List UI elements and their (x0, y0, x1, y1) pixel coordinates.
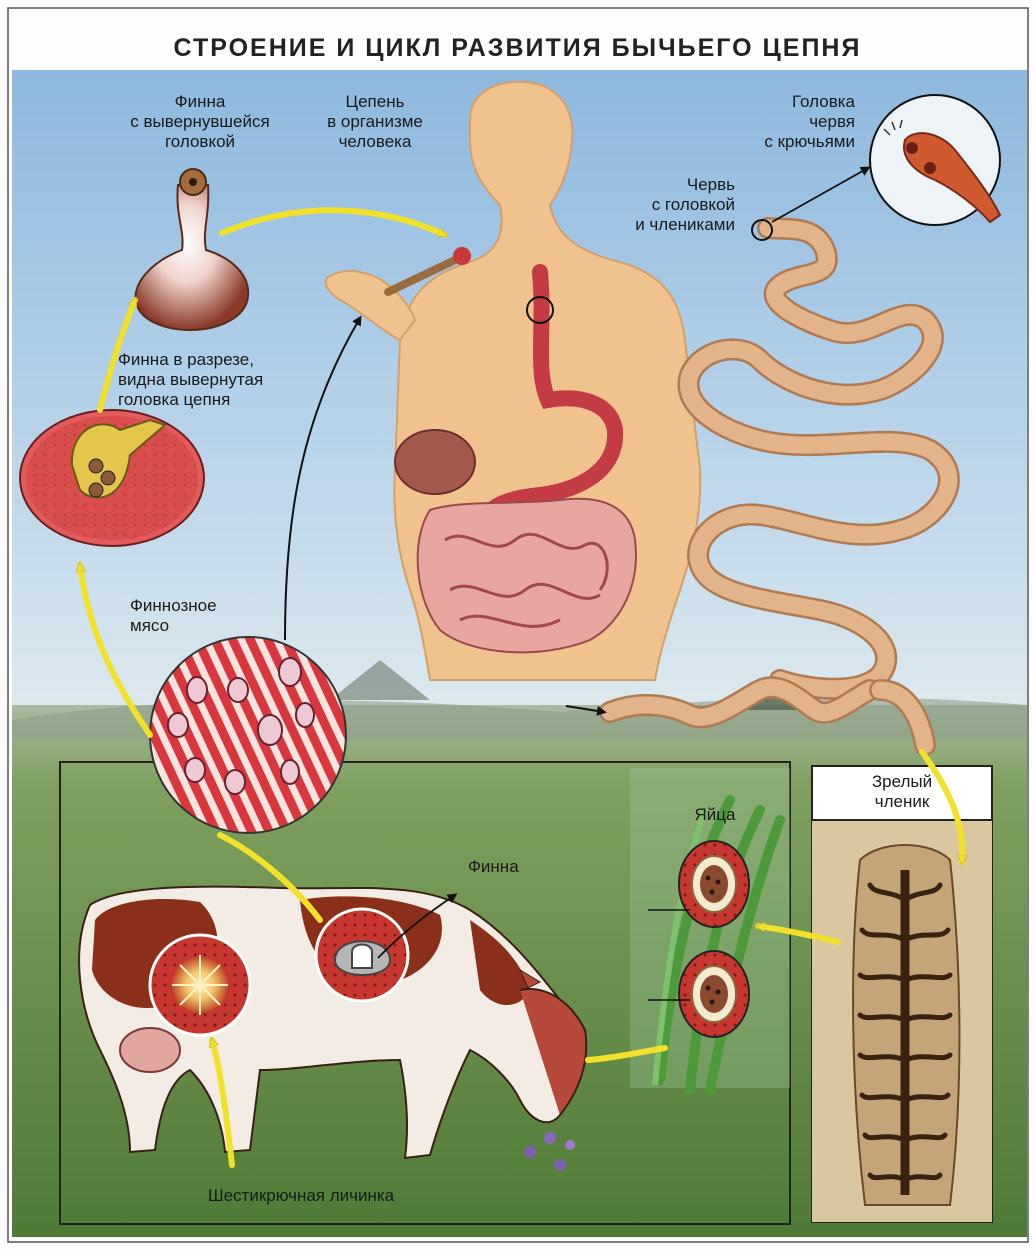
label-finna: Финна (468, 857, 558, 877)
label-mature-segment: Зрелый членик (812, 772, 992, 812)
label-tapeworm-in-human: Цепень в организме человека (300, 92, 450, 152)
label-eggs: Яйца (660, 805, 770, 825)
label-worm-with-segments: Червь с головкой и члениками (580, 175, 735, 235)
label-finnous-meat: Финнозное мясо (130, 596, 270, 636)
finna-in-tissue (316, 909, 408, 1001)
egg-top (679, 841, 749, 927)
label-worm-head-hooks: Головка червя с крючьями (700, 92, 855, 152)
intestines (418, 499, 636, 653)
label-finna-everted-head: Финна с вывернувшейся головкой (125, 92, 275, 152)
egg-bottom (679, 951, 749, 1037)
mature-segment-panel (812, 766, 992, 1222)
worm-head-closeup (870, 95, 1000, 225)
diagram-title: СТРОЕНИЕ И ЦИКЛ РАЗВИТИЯ БЫЧЬЕГО ЦЕПНЯ (0, 34, 1035, 63)
finnous-meat-closeup (150, 637, 346, 833)
label-hexacanth-larva: Шестикрючная личинка (208, 1186, 528, 1206)
finna-cross-section (20, 410, 204, 546)
larva-in-tissue (150, 935, 250, 1035)
label-finna-cross-section: Финна в разрезе, видна вывернутая головк… (118, 350, 318, 410)
